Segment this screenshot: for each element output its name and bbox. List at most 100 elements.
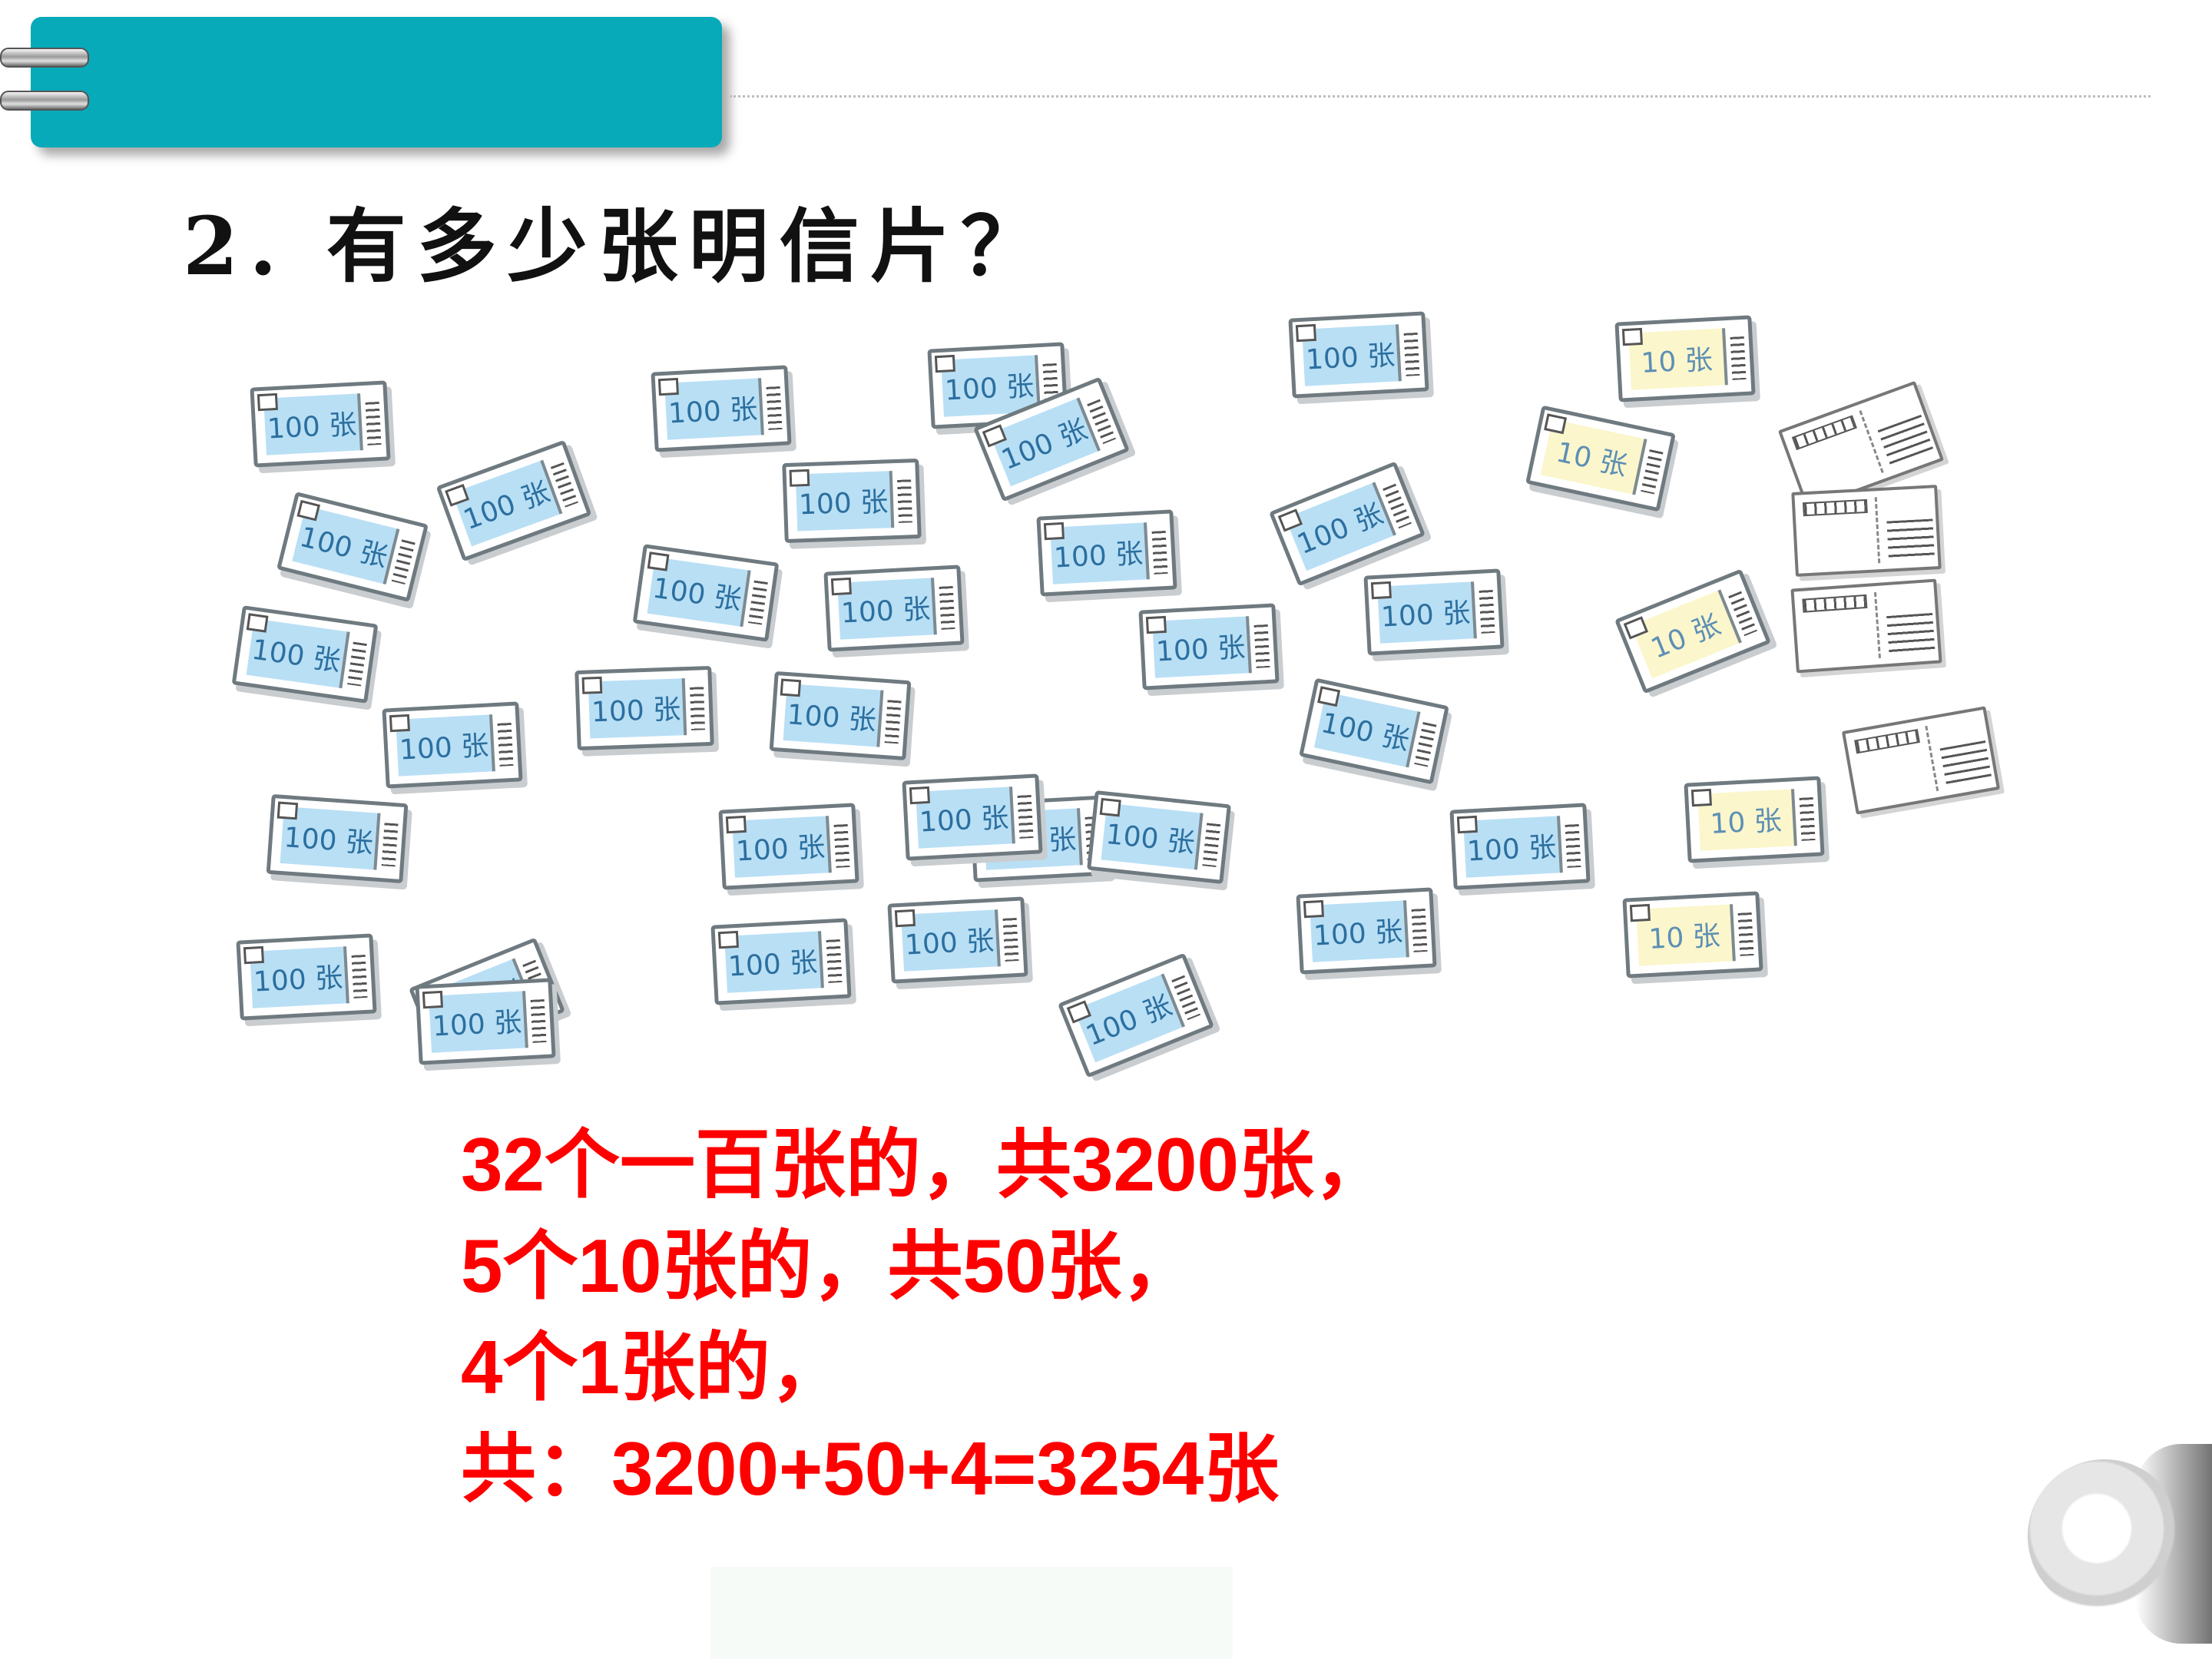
pack-label: 100 张 (1302, 324, 1402, 386)
binding-icon (1042, 363, 1059, 407)
binding-icon (1411, 908, 1428, 952)
postcard-pack-100-13: 100 张 (575, 665, 714, 751)
stamp-icon (1043, 522, 1065, 541)
stamp-icon (647, 551, 670, 571)
binding-icon (347, 641, 367, 687)
stamp-icon (717, 930, 739, 949)
pack-label: 100 张 (1377, 581, 1477, 644)
stamp-icon (982, 424, 1008, 448)
postcard-pack-100-23: 100 张 (1087, 790, 1231, 885)
pack-label: 100 张 (647, 557, 751, 628)
postcard-pack-100-1: 100 张 (250, 380, 391, 468)
postcard-lines (1886, 612, 1936, 654)
pack-label: 100 张 (1074, 973, 1185, 1063)
stamp-icon (657, 377, 679, 396)
binding-icon (365, 401, 382, 445)
pack-label: 10 张 (1628, 328, 1728, 390)
gear-icon (2028, 1459, 2181, 1613)
postcard-lines (1886, 518, 1935, 558)
pack-label: 100 张 (1101, 803, 1204, 870)
header-divider (730, 95, 2151, 98)
pack-label: 100 张 (396, 714, 495, 777)
postcard-pack-100-28: 100 张 (1296, 887, 1437, 975)
binding-icon (1479, 589, 1495, 634)
pack-label: 100 张 (263, 393, 363, 455)
postcard-lines (1877, 414, 1934, 465)
pack-label: 10 张 (1540, 419, 1647, 495)
binding-icon (1202, 823, 1221, 867)
postcard-pack-100-12: 100 张 (823, 565, 965, 652)
single-postcard-1 (1777, 380, 1945, 511)
stamp-icon (1317, 686, 1341, 707)
binding-icon (1728, 591, 1757, 637)
answer-line-2: 5个10张的，共50张， (461, 1224, 1197, 1308)
binding-icon (381, 823, 399, 867)
pack-label: 100 张 (783, 684, 884, 747)
postcard-pack-100-31: 100 张 (415, 978, 556, 1065)
single-postcard-4 (1841, 706, 2001, 815)
stamp-icon (1303, 899, 1324, 919)
stamp-icon (976, 807, 998, 826)
postcard-pack-100-18: 100 张 (969, 795, 1111, 882)
binding-icon (826, 939, 843, 983)
pack-label: 100 张 (1285, 482, 1396, 571)
question-title: 2. 有多少张明信片？ (183, 199, 1051, 293)
postcard-pack-100-32: 100 张 (710, 918, 852, 1005)
postcard-pack-100-14: 100 张 (769, 671, 912, 761)
postcard-pack-100-10: 100 张 (782, 458, 922, 544)
postcard-pack-100-19: 100 张 (718, 803, 859, 890)
stamp-icon (934, 354, 955, 373)
postcard-pack-10-3: 10 张 (1614, 568, 1771, 694)
binding-icon (1641, 449, 1664, 495)
stamp-icon (1099, 797, 1121, 817)
stamp-icon (246, 613, 269, 633)
stamp-icon (1277, 508, 1303, 532)
postcard-pack-10-1: 10 张 (1614, 315, 1756, 402)
pack-label: 100 张 (1152, 616, 1252, 678)
stamp-icon (1066, 1000, 1092, 1024)
postcard-pack-100-29: 100 张 (1449, 803, 1591, 890)
postcard-pack-100-22: 100 张 (1138, 603, 1280, 690)
postcard-pack-100-6: 100 张 (266, 793, 409, 884)
pack-label: 100 张 (916, 786, 1015, 849)
pack-label: 100 张 (1050, 522, 1150, 584)
single-postcard-3 (1790, 578, 1942, 674)
binding-icon (1087, 399, 1116, 445)
stamp-icon (909, 786, 930, 805)
binding-icon (1414, 722, 1437, 767)
binding-icon (550, 462, 578, 508)
stamp-icon (296, 499, 321, 522)
postcard-pack-10-2: 10 张 (1525, 405, 1676, 512)
bottom-placeholder (710, 1567, 1233, 1659)
pack-label: 100 张 (292, 505, 400, 584)
stamp-icon (780, 678, 802, 697)
binding-icon (1002, 917, 1019, 962)
stamp-icon (1145, 615, 1167, 634)
postcard-boxes (1854, 729, 1920, 754)
binding-icon (939, 585, 955, 630)
binding-icon (1799, 796, 1816, 841)
answer-line-4: 共：3200+50+4=3254张 (461, 1426, 1280, 1511)
postcard-pack-100-15: 100 张 (927, 342, 1068, 429)
postcard-pack-100-16: 100 张 (973, 376, 1130, 502)
stamp-icon (417, 985, 443, 1008)
stamp-icon (1690, 788, 1712, 807)
postcard-pack-100-3: 100 张 (276, 492, 429, 602)
pack-label: 100 张 (724, 931, 824, 993)
pack-label: 100 张 (837, 578, 937, 640)
postcard-pack-100-20: 100 张 (902, 773, 1043, 861)
answer-line-3: 4个1张的， (461, 1325, 846, 1409)
binding-icon (351, 954, 368, 998)
binding-icon (833, 823, 850, 868)
stamp-icon (789, 469, 810, 487)
single-postcard-2 (1791, 485, 1942, 577)
stamp-icon (1456, 815, 1478, 834)
binding-icon (497, 722, 514, 767)
binding-icon (897, 479, 913, 523)
postcard-pack-100-2: 100 张 (435, 439, 592, 562)
stamp-icon (725, 815, 747, 834)
binding-icon (1382, 483, 1412, 529)
postcard-pack-100-8: 100 张 (409, 937, 565, 1063)
pack-label: 100 张 (941, 355, 1041, 417)
pack-label: 100 张 (425, 958, 536, 1048)
